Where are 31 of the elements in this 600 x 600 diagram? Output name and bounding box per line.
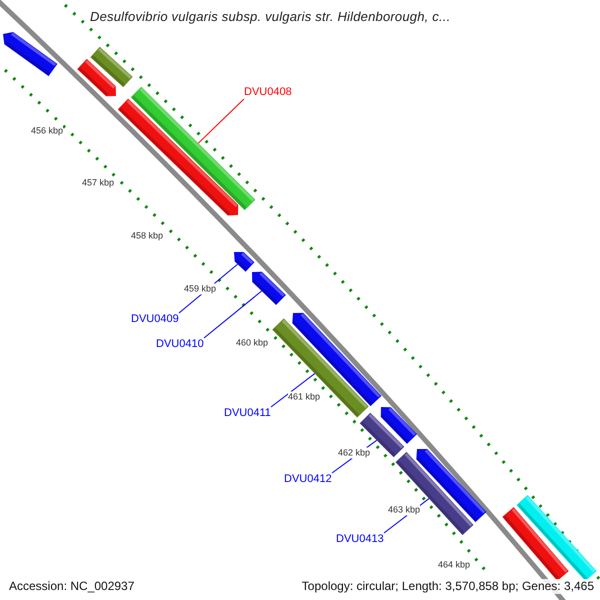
- leader-line: [204, 290, 262, 338]
- gene-bar: [90, 46, 133, 88]
- title: Desulfovibrio vulgaris subsp. vulgaris str. Hildenborough, c...: [90, 9, 450, 24]
- gene-label: DVU0410: [156, 338, 204, 351]
- scale-label: 462 kbp: [338, 448, 370, 458]
- scale-label: 460 kbp: [236, 338, 268, 348]
- gene-feature: [380, 407, 417, 444]
- scale-label: 458 kbp: [130, 230, 164, 242]
- footer-text: Accession: NC_002937: [9, 579, 134, 594]
- gene-label: DVU0409: [131, 313, 179, 326]
- gene-label: DVU0412: [284, 473, 332, 486]
- gene-feature: [77, 58, 116, 96]
- scale-label: 463 kbp: [388, 504, 420, 516]
- gene-feature: [3, 32, 58, 76]
- scale-label: 459 kbp: [184, 284, 216, 294]
- gene-bar: [516, 495, 597, 581]
- gene-feature: [118, 98, 238, 216]
- gene-label: DVU0413: [336, 533, 384, 546]
- gene-bar: [502, 507, 569, 581]
- leader-line: [270, 373, 316, 408]
- gene-bar: [272, 318, 369, 418]
- footer-text: Topology: circular; Length: 3,570,858 bp; Genes: 3,465: [302, 579, 594, 594]
- gene-feature: [234, 252, 254, 272]
- scale-label: 456 kbp: [30, 126, 64, 136]
- gene-label: DVU0411: [224, 407, 271, 420]
- gene-feature: [252, 272, 286, 305]
- scale-label: 461 kbp: [288, 392, 320, 402]
- scale-label: 464 kbp: [438, 560, 470, 570]
- scale-label: 457 kbp: [82, 178, 114, 188]
- leader-line: [198, 98, 244, 144]
- gene-label: DVU0408: [244, 86, 292, 99]
